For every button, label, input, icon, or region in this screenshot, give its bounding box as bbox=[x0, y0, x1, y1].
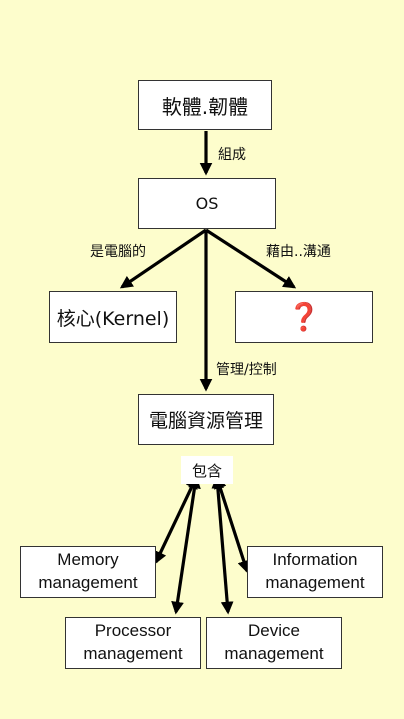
device-label-line2: management bbox=[224, 644, 324, 663]
os-node: OS bbox=[138, 178, 276, 229]
software-firmware-label: 軟體.韌體 bbox=[161, 94, 249, 119]
device-label-line1: Device bbox=[248, 621, 300, 641]
arrow-os-to-kernel bbox=[119, 228, 207, 289]
resource-management-node: 電腦資源管理 bbox=[138, 394, 274, 445]
information-label-line1: Information bbox=[272, 550, 358, 570]
processor-label-line2: management bbox=[83, 644, 183, 663]
edge-label-include: 包含 bbox=[181, 456, 233, 484]
edge-label-is-computer: 是電腦的 bbox=[90, 244, 146, 260]
processor-management-node: Processor management bbox=[65, 617, 201, 669]
edge-label-compose: 組成 bbox=[218, 147, 246, 163]
question-mark-icon: ❓ bbox=[287, 302, 321, 333]
information-label-line2: management bbox=[265, 573, 365, 592]
information-management-node: Information management bbox=[247, 546, 383, 598]
memory-label-line2: management bbox=[38, 573, 138, 592]
device-management-node: Device management bbox=[206, 617, 342, 669]
processor-label-line1: Processor bbox=[94, 621, 172, 641]
arrow-to-processor bbox=[171, 475, 201, 615]
arrow-to-information bbox=[214, 475, 250, 574]
software-firmware-node: 軟體.韌體 bbox=[138, 80, 272, 130]
arrow-os-to-unknown bbox=[205, 228, 297, 289]
resource-management-label: 電腦資源管理 bbox=[148, 410, 263, 432]
memory-management-node: Memory management bbox=[20, 546, 156, 598]
unknown-node: ❓ bbox=[235, 291, 373, 343]
memory-label-line1: Memory bbox=[57, 550, 119, 570]
kernel-label: 核心(Kernel) bbox=[56, 307, 170, 330]
os-label: OS bbox=[195, 194, 219, 213]
edge-label-manage-control: 管理/控制 bbox=[216, 362, 277, 378]
kernel-node: 核心(Kernel) bbox=[49, 291, 177, 343]
edge-label-communicate-via: 藉由..溝通 bbox=[266, 244, 331, 260]
